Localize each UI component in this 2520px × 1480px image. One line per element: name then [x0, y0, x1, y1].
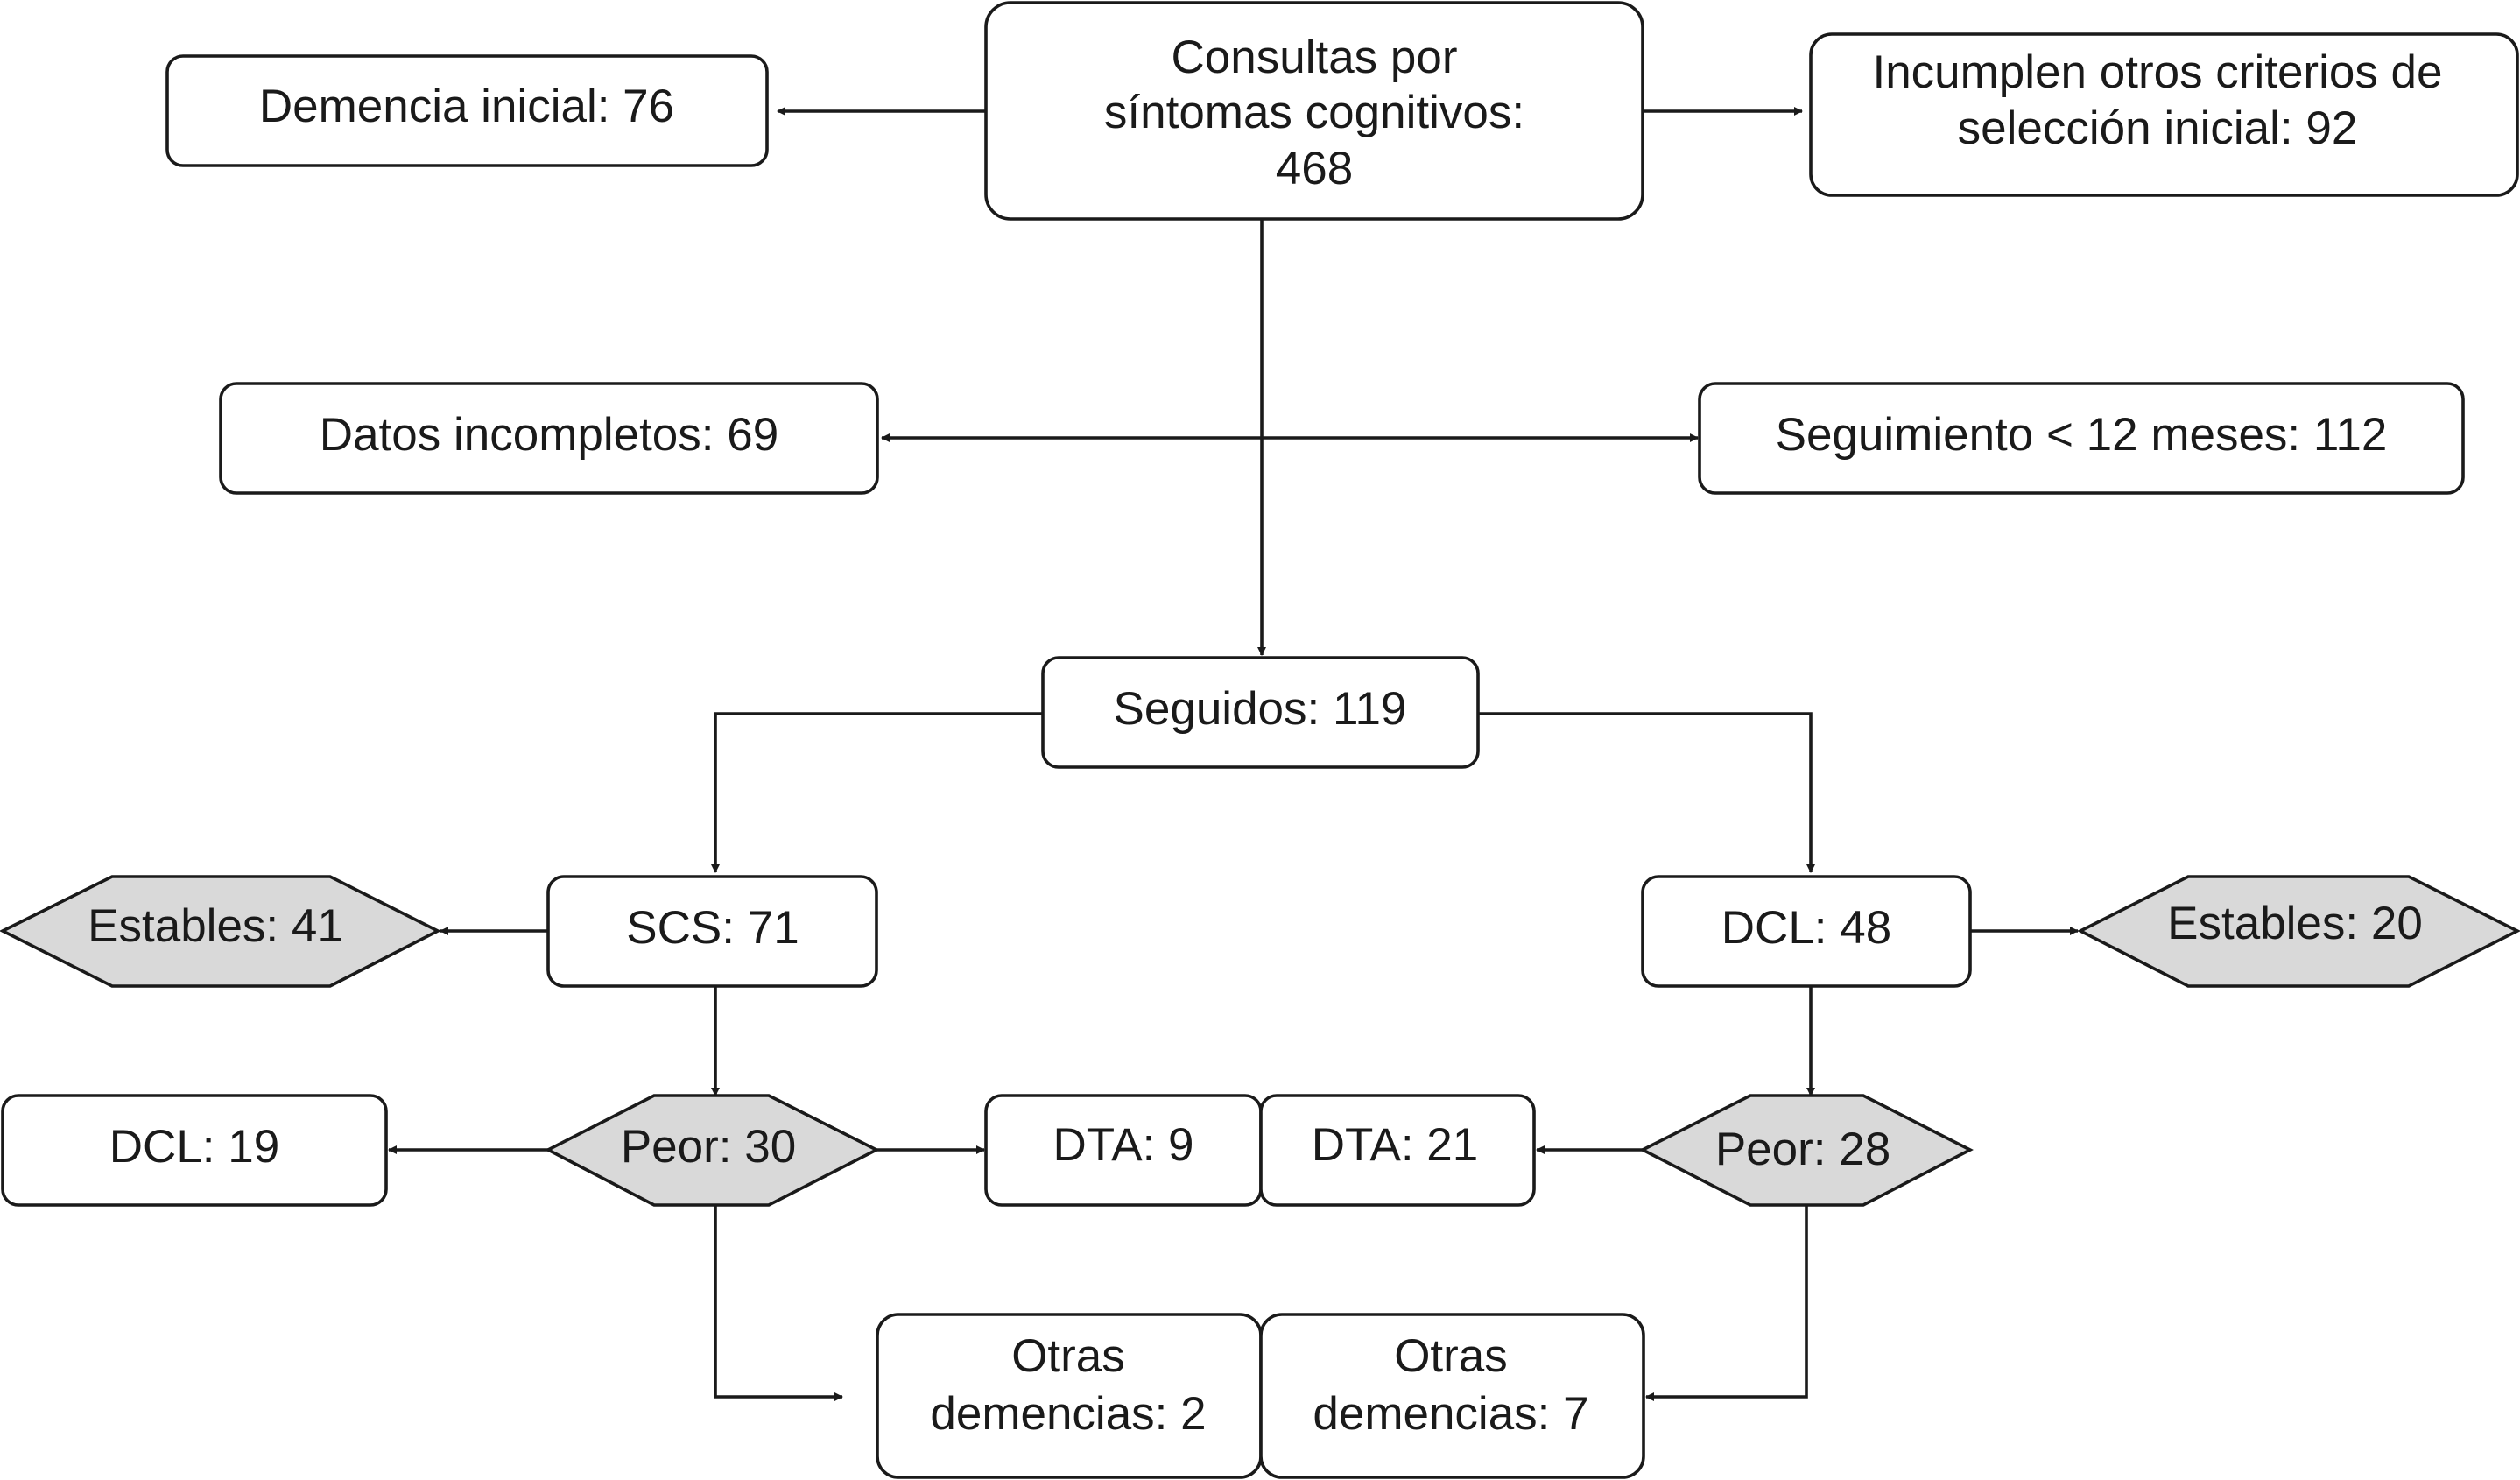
- label-seguidos: Seguidos: 119: [1114, 683, 1407, 735]
- label-scs: SCS: 71: [626, 902, 799, 954]
- label-seguimiento: Seguimiento < 12 meses: 112: [1776, 409, 2388, 461]
- label-demencia-inicial: Demencia inicial: 76: [259, 81, 674, 132]
- node-labels: Consultas por síntomas cognitivos: 468 D…: [88, 32, 2442, 1440]
- box-dcl-19: [1, 1094, 388, 1207]
- label-dta-21: DTA: 21: [1312, 1119, 1478, 1171]
- box-seguidos: [1041, 656, 1480, 769]
- box-dta-21: [1259, 1094, 1536, 1207]
- label-datos-incompletos: Datos incompletos: 69: [320, 409, 778, 461]
- hex-peor-28: [1639, 1094, 1974, 1207]
- box-seguimiento: [1698, 382, 2465, 495]
- label-dta-9: DTA: 9: [1053, 1119, 1194, 1171]
- hex-peor-30: [545, 1094, 880, 1207]
- label-estables-41: Estables: 41: [88, 900, 343, 952]
- label-peor-30: Peor: 30: [621, 1121, 796, 1173]
- arrow-seguidos-to-dcl48: [1478, 712, 1815, 873]
- arrow-seguidos-to-scs: [711, 712, 1043, 873]
- hex-estables-20: [2077, 875, 2520, 988]
- label-consultas-line2: síntomas cognitivos:: [1104, 87, 1524, 138]
- box-otras-7: [1259, 1313, 1645, 1479]
- label-otras-7-line1: Otras: [1394, 1330, 1508, 1382]
- label-incumplen-line1: Incumplen otros criterios de: [1872, 46, 2442, 98]
- box-dcl-48: [1641, 875, 1972, 988]
- box-consultas: [984, 1, 1644, 221]
- label-incumplen-line2: selección inicial: 92: [1958, 102, 2358, 154]
- label-otras-2-line2: demencias: 2: [930, 1388, 1206, 1440]
- label-dcl-48: DCL: 48: [1721, 902, 1891, 954]
- box-scs: [546, 875, 878, 988]
- label-dcl-19: DCL: 19: [109, 1121, 279, 1173]
- arrow-peor28-to-otras7: [1645, 1204, 1808, 1401]
- box-incumplen: [1809, 32, 2519, 197]
- box-datos-incompletos: [219, 382, 879, 495]
- connectors: [388, 107, 2079, 1401]
- hex-estables-41: [0, 875, 441, 988]
- label-otras-7-line2: demencias: 7: [1313, 1388, 1588, 1440]
- label-otras-2-line1: Otras: [1011, 1330, 1125, 1382]
- label-consultas-line3: 468: [1276, 143, 1353, 194]
- arrow-peor30-to-otras2: [714, 1204, 843, 1401]
- label-peor-28: Peor: 28: [1715, 1124, 1890, 1175]
- label-consultas-line1: Consultas por: [1171, 32, 1457, 83]
- box-demencia-inicial: [165, 54, 769, 167]
- label-estables-20: Estables: 20: [2167, 898, 2423, 949]
